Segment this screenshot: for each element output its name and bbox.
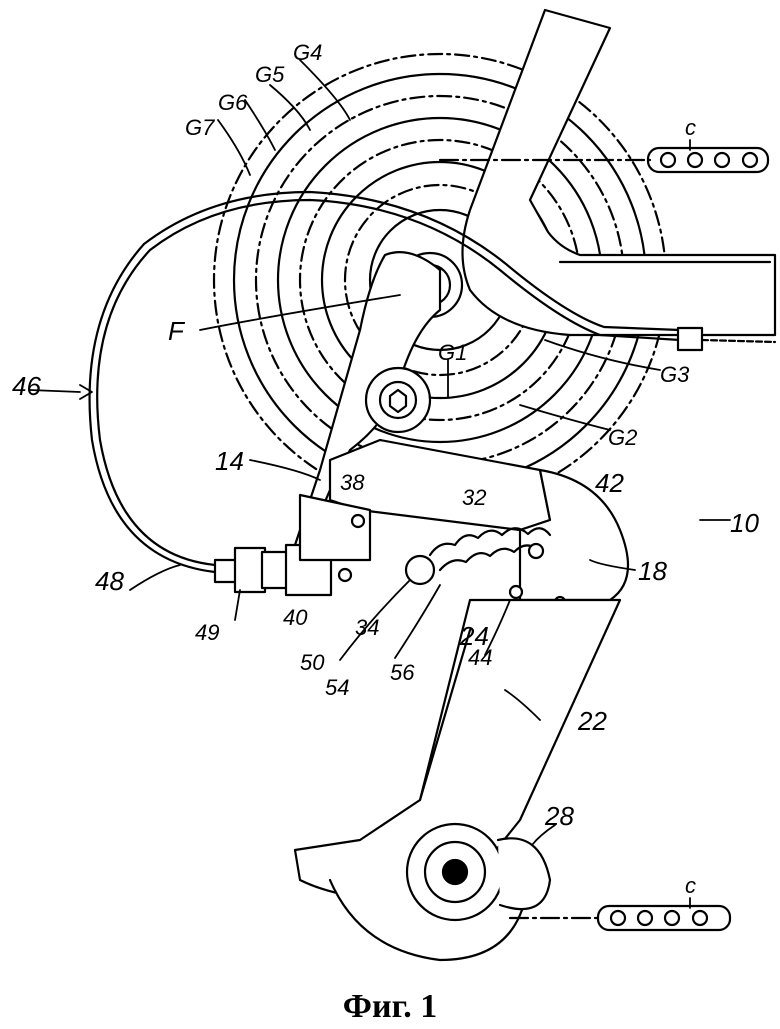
figure-caption: Фиг. 1 bbox=[342, 988, 438, 1025]
label-g6: G6 bbox=[218, 90, 248, 115]
label-g1: G1 bbox=[438, 340, 467, 365]
label-f: F bbox=[168, 316, 186, 346]
chain-bottom bbox=[508, 904, 732, 932]
reference-labels: G7 G6 G5 G4 G1 G3 G2 F c c 10 14 18 22 2… bbox=[12, 40, 759, 898]
return-spring bbox=[428, 527, 552, 572]
label-g4: G4 bbox=[293, 40, 322, 65]
label-18: 18 bbox=[638, 556, 667, 586]
guide-pulley bbox=[405, 822, 552, 922]
label-24: 24 bbox=[459, 621, 489, 651]
label-c-bottom: c bbox=[685, 873, 696, 898]
label-54: 54 bbox=[325, 675, 349, 700]
linkage-base bbox=[298, 438, 630, 602]
label-40: 40 bbox=[283, 605, 308, 630]
label-49: 49 bbox=[195, 620, 219, 645]
label-g3: G3 bbox=[660, 362, 690, 387]
label-44: 44 bbox=[468, 645, 492, 670]
label-g7: G7 bbox=[185, 115, 215, 140]
label-14: 14 bbox=[215, 446, 244, 476]
label-38: 38 bbox=[340, 470, 365, 495]
label-34: 34 bbox=[355, 615, 379, 640]
chain-top bbox=[438, 146, 770, 174]
label-56: 56 bbox=[390, 660, 415, 685]
label-g2: G2 bbox=[608, 425, 637, 450]
cable-housing bbox=[88, 190, 777, 574]
label-10: 10 bbox=[730, 508, 759, 538]
label-28: 28 bbox=[544, 801, 574, 831]
label-48: 48 bbox=[95, 566, 124, 596]
label-c-top: c bbox=[685, 115, 696, 140]
leader-lines bbox=[29, 59, 731, 909]
frame-tube bbox=[461, 8, 777, 337]
label-g5: G5 bbox=[255, 62, 285, 87]
label-46: 46 bbox=[12, 371, 41, 401]
label-32: 32 bbox=[462, 485, 486, 510]
label-22: 22 bbox=[577, 706, 607, 736]
bracket-body bbox=[288, 251, 442, 562]
b-axle-bolt bbox=[364, 366, 432, 434]
label-50: 50 bbox=[300, 650, 325, 675]
label-42: 42 bbox=[595, 468, 624, 498]
